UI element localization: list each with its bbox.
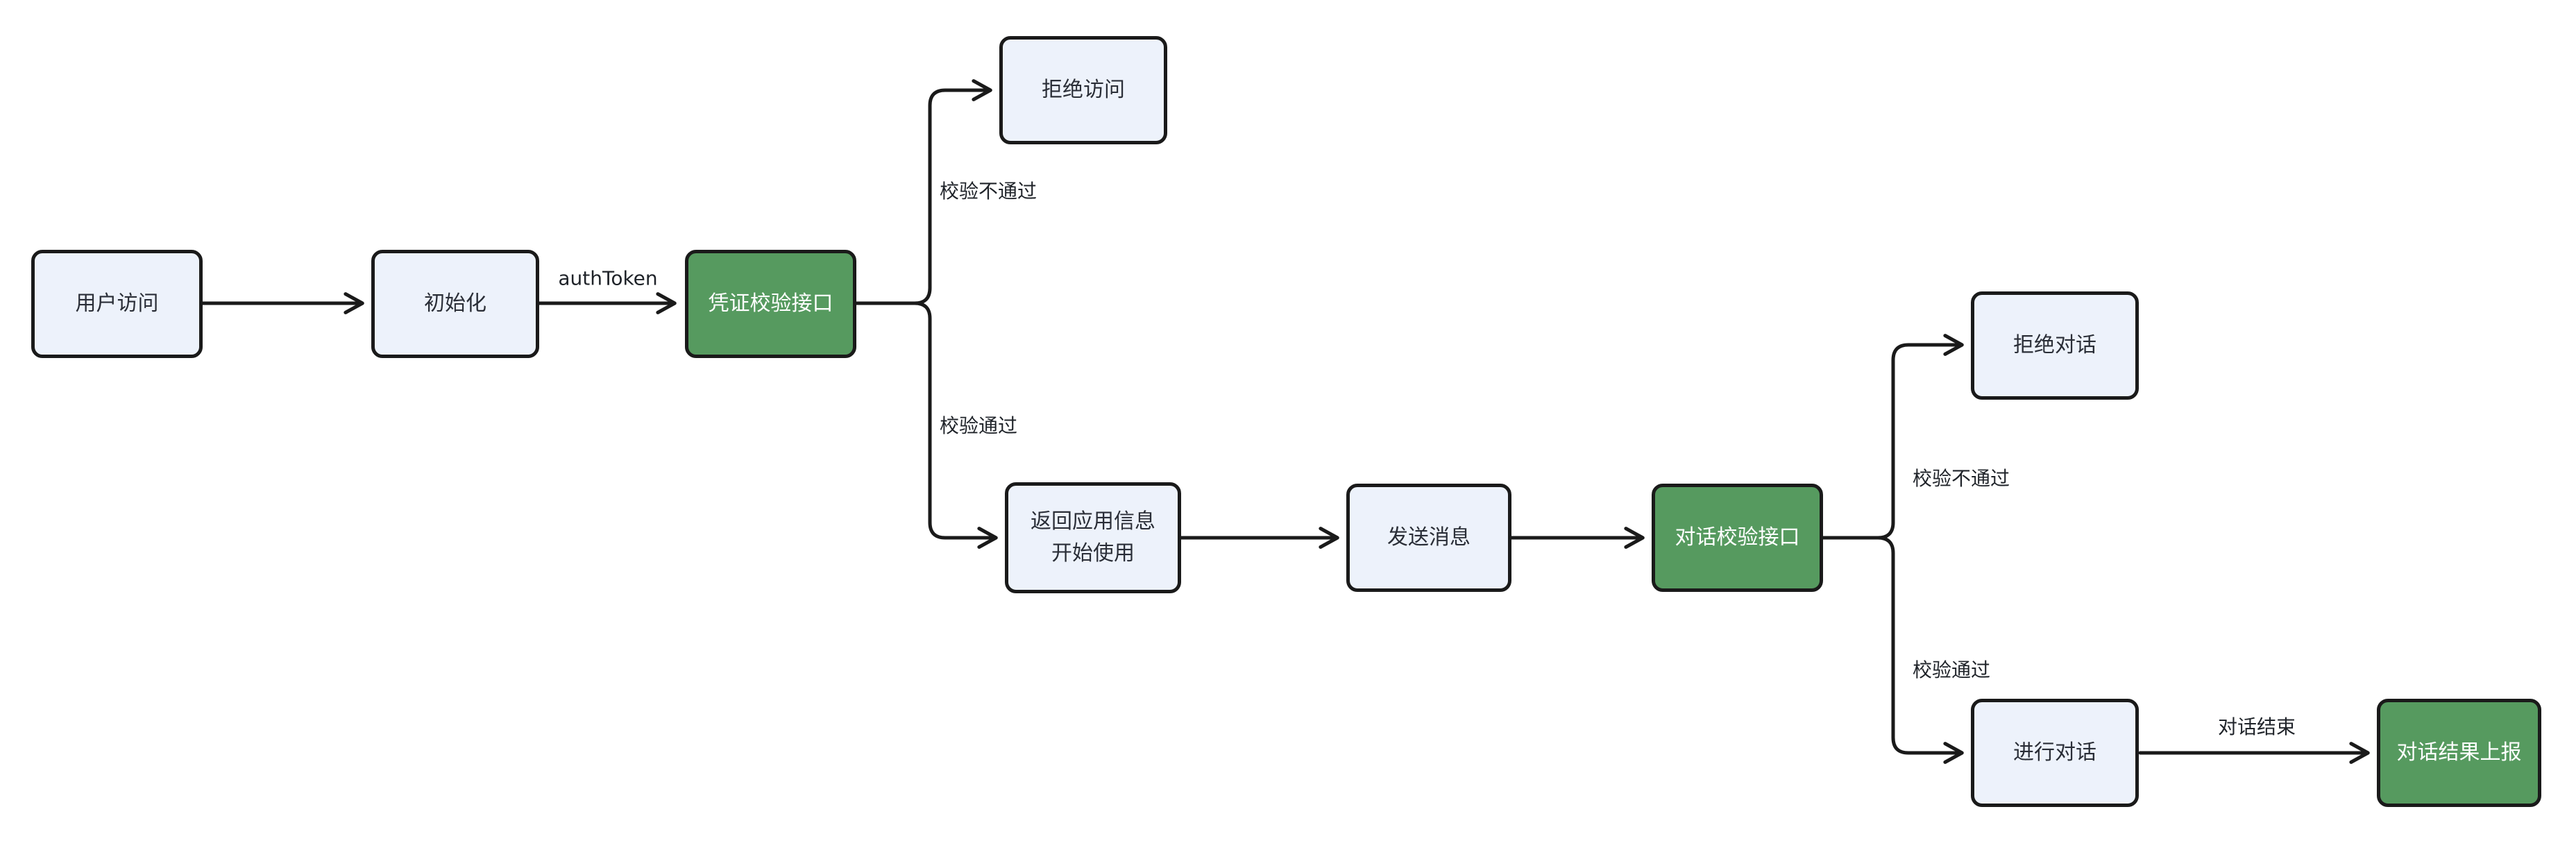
node-return-info[interactable]: 返回应用信息 开始使用 (1005, 482, 1181, 593)
node-do-dialog-label: 进行对话 (2013, 740, 2096, 765)
node-deny-access-label: 拒绝访问 (1042, 77, 1125, 102)
edge-dialog-fail (1876, 334, 1964, 540)
node-send-msg-label: 发送消息 (1387, 525, 1471, 550)
node-user-access-label: 用户访问 (75, 291, 159, 316)
edge-label-dialog-end: 对话结束 (2217, 715, 2296, 738)
node-deny-access[interactable]: 拒绝访问 (999, 36, 1167, 144)
edge-label-dialog-fail: 校验不通过 (1913, 467, 2010, 490)
edge-cred-pass (913, 301, 998, 549)
edge-label-cred-fail: 校验不通过 (940, 180, 1037, 203)
node-user-access[interactable]: 用户访问 (31, 250, 203, 358)
node-init[interactable]: 初始化 (371, 250, 539, 358)
node-deny-dialog-label: 拒绝对话 (2013, 332, 2096, 357)
edge-cred-fail (913, 79, 992, 305)
node-report-label: 对话结果上报 (2396, 740, 2522, 765)
node-return-info-label: 返回应用信息 开始使用 (1031, 509, 1155, 566)
node-dialog-check-label: 对话校验接口 (1675, 525, 1800, 550)
edge-label-auth-token: authToken (558, 266, 658, 290)
node-dialog-check[interactable]: 对话校验接口 (1652, 484, 1823, 592)
node-deny-dialog[interactable]: 拒绝对话 (1971, 291, 2139, 400)
node-cred-check-label: 凭证校验接口 (708, 291, 833, 316)
edge-dialog-pass (1876, 536, 1964, 764)
node-do-dialog[interactable]: 进行对话 (1971, 699, 2139, 807)
node-send-msg[interactable]: 发送消息 (1346, 484, 1511, 592)
node-report[interactable]: 对话结果上报 (2377, 699, 2541, 807)
node-cred-check[interactable]: 凭证校验接口 (685, 250, 856, 358)
edge-label-dialog-pass: 校验通过 (1913, 659, 1991, 681)
node-init-label: 初始化 (424, 291, 486, 316)
edge-label-cred-pass: 校验通过 (940, 414, 1018, 437)
